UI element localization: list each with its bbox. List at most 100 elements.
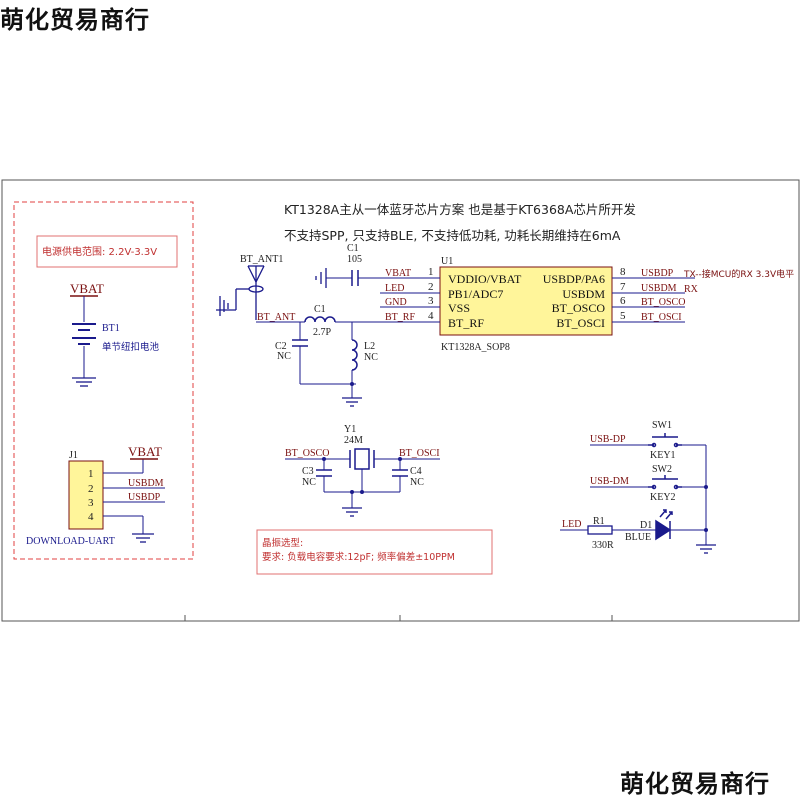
chip-pin-2-num: 2 [428,281,434,293]
power-section-box [13,201,194,560]
antenna-net-label: BT_ANT [257,312,295,323]
connector-name: DOWNLOAD-UART [26,536,115,547]
chip-net-vbat: VBAT [385,268,411,279]
chip-pin-6-num: 6 [620,295,626,307]
chip-body [439,266,613,336]
crystal-note-line-1: 晶振选型: [262,537,303,549]
sw2-name: KEY2 [650,492,676,503]
led-d1-icon [655,509,673,541]
crystal-note-line-2: 要求: 负载电容要求:12pF; 频率偏差±10PPM [262,551,455,563]
sw2-ref: SW2 [652,464,672,475]
capacitor-c3-ref: C3 [302,466,314,477]
capacitor-c4-ref: C4 [410,466,422,477]
diode-d1-color: BLUE [625,532,651,543]
antenna-icon [235,265,265,320]
chip-pin-1-num: 1 [428,266,434,278]
crystal-ref: Y1 [344,424,356,435]
ground-icon [216,296,236,316]
ground-icon [696,544,716,554]
resistor-r1-icon [587,525,613,535]
chip-pin-7-name: USBDM [562,287,605,301]
sw1-net-label: USB-DP [590,434,626,445]
chip-pin-8-name: USBDP/PA6 [543,272,605,286]
ground-icon [315,268,327,288]
connector-pin-1: 1 [88,468,94,480]
inductor-l1-icon [304,316,336,323]
connector-body [68,460,104,530]
capacitor-c4-icon [392,469,408,477]
watermark-bottom-right: 萌化贸易商行 [620,770,770,798]
chip-pin-7-num: 7 [620,281,626,293]
connector-ref: J1 [69,450,78,461]
chip-tx-note: TX--接MCU的RX 3.3V电平 [683,268,794,280]
junction-dot [350,382,354,386]
connector-pin-3: 3 [88,497,94,509]
battery-desc: 单节纽扣电池 [102,341,160,353]
watermark-top-left: 萌化贸易商行 [0,6,150,34]
inductor-l2-value: NC [364,352,378,363]
connector-net-usbdm: USBDM [128,478,164,489]
chip-net-led: LED [385,283,404,294]
capacitor-c1-top-icon [351,270,359,286]
led-net-label: LED [562,519,581,530]
chip-right-net-wires [640,277,695,323]
resistor-r1-ref: R1 [593,516,605,527]
chip-pin-5-num: 5 [620,310,626,322]
chip-net-usbdp: USBDP [641,268,674,279]
chip-rx-note: RX [684,284,699,295]
capacitor-c2-ref: C2 [275,341,287,352]
capacitor-c2-value: NC [277,351,291,362]
battery-ref: BT1 [102,323,120,334]
battery-vbat-label: VBAT [70,281,104,296]
note-line-1: KT1328A主从一体蓝牙芯片方案 也是基于KT6368A芯片所开发 [284,202,636,217]
sw1-name: KEY1 [650,450,676,461]
crystal-net-right: BT_OSCI [399,448,440,459]
chip-pin-8-num: 8 [620,266,626,278]
chip-pin-4-num: 4 [428,310,434,322]
note-line-2: 不支持SPP, 只支持BLE, 不支持低功耗, 功耗长期维持在6mA [284,228,621,243]
rf-net-label: BT_RF [385,312,415,323]
switch-sw1-icon [648,433,682,448]
inductor-l2-icon [351,339,358,371]
capacitor-c2-icon [292,339,308,347]
capacitor-c3-value: NC [302,477,316,488]
antenna-label: BT_ANT1 [240,254,283,265]
crystal-value: 24M [344,435,363,446]
ground-icon [342,397,362,407]
sw1-ref: SW1 [652,420,672,431]
connector-pin-4: 4 [88,511,94,523]
crystal-note-box [256,529,493,575]
chip-pin-3-name: VSS [448,301,470,315]
chip-ref: U1 [441,256,453,267]
inductor-l2-ref: L2 [364,341,375,352]
chip-pin-2-name: PB1/ADC7 [448,287,503,301]
ground-icon [342,507,362,517]
ground-icon [132,533,154,543]
crystal-icon [349,448,375,470]
connector-net-usbdp: USBDP [128,492,161,503]
chip-pin-1-name: VDDIO/VBAT [448,272,522,286]
battery-icon [72,323,96,345]
switch-sw2-icon [648,475,682,490]
diode-d1-ref: D1 [640,520,652,531]
connector-wires [103,459,165,534]
chip-pin-3-num: 3 [428,295,434,307]
chip-pin-4-name: BT_RF [448,316,484,330]
chip-pin-5-name: BT_OSCI [556,316,605,330]
chip-name: KT1328A_SOP8 [441,342,510,353]
inductor-l1-value: 2.7P [313,327,332,338]
crystal-net-left: BT_OSCO [285,448,329,459]
capacitor-c1-top-value: 105 [347,254,362,265]
capacitor-c4-value: NC [410,477,424,488]
chip-pin-stubs [430,277,640,323]
capacitor-c3-icon [316,469,332,477]
junction-dot [704,485,708,489]
capacitor-c1-top-ref: C1 [347,243,359,254]
chip-net-usbdm: USBDM [641,283,677,294]
junction-dot [360,490,364,494]
chip-net-bt-osci: BT_OSCI [641,312,682,323]
power-range-note-box [36,235,178,268]
power-range-note: 电源供电范围: 2.2V-3.3V [42,245,157,258]
resistor-r1-value: 330R [592,540,614,551]
